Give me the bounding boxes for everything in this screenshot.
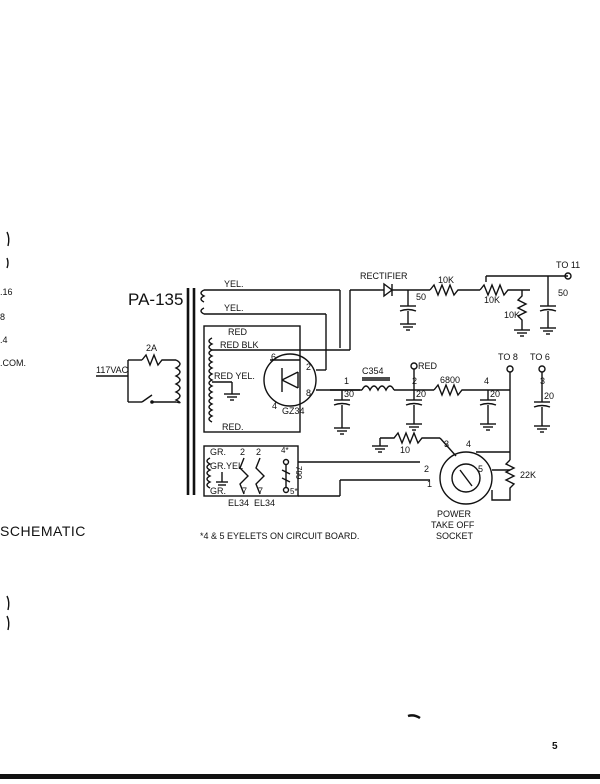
- el34a-label: EL34: [228, 498, 249, 508]
- eyelet4-label: 4*: [281, 446, 289, 455]
- red-yel-label: RED YEL.: [214, 371, 255, 381]
- red-blk-label: RED BLK: [220, 340, 259, 350]
- fuse-label: 2A: [146, 343, 157, 353]
- rectifier-tube-gz34: 6 2 8 4 GZ34: [263, 352, 360, 416]
- eyelet5-label: 5*: [290, 487, 298, 496]
- margin-fragment-1: .16: [0, 287, 13, 297]
- to8-label: TO 8: [498, 352, 518, 362]
- hv-secondary: RED RED BLK RED YEL. RED.: [203, 289, 380, 433]
- rectifier-label: RECTIFIER: [360, 271, 408, 281]
- margin-fragments: .16 8 .4 .COM.: [0, 231, 26, 631]
- resistor-6800: [433, 383, 510, 397]
- resistor-10-ohm: [380, 431, 440, 445]
- red-label-1: RED: [228, 327, 248, 337]
- gr-label-2: GR.: [210, 486, 226, 496]
- switch-contact: [150, 400, 154, 404]
- heater-circuit: GR. GR.YEL GR. 2 2 7 7 EL34 EL34 4* 5* 7…: [203, 445, 430, 508]
- pin7b-label: 7: [258, 486, 263, 496]
- page-bottom-edge: [0, 774, 600, 779]
- red-tap-label: RED: [418, 361, 438, 371]
- r10-label: 10: [400, 445, 410, 455]
- r799-label: 799: [294, 466, 303, 480]
- choke-c354: [361, 385, 395, 392]
- to11-label: TO 11: [556, 260, 580, 270]
- to6-label: TO 6: [530, 352, 550, 362]
- socket-pin4-label: 4: [466, 439, 471, 449]
- socket-pin2-label: 2: [424, 464, 429, 474]
- page-number: 5: [552, 741, 558, 752]
- red-label-2: RED.: [222, 422, 244, 432]
- c20b-label: 20: [490, 389, 500, 399]
- r6800-label: 6800: [440, 375, 460, 385]
- r10k-b-label: 10K: [484, 295, 500, 305]
- power-takeoff-line-2: TAKE OFF: [431, 520, 475, 530]
- c50a-label: 50: [416, 292, 426, 302]
- yel-label-2: YEL.: [224, 303, 244, 313]
- node4-label: 4: [484, 376, 489, 386]
- socket-pin5-label: 5: [478, 464, 483, 474]
- yel-label-1: YEL.: [224, 279, 244, 289]
- power-takeoff-line-1: POWER: [437, 509, 472, 519]
- rect-pin-4: 4: [272, 401, 277, 411]
- rect-pin-8: 8: [306, 388, 311, 398]
- margin-fragment-3: .4: [0, 335, 8, 345]
- c30-label: 30: [344, 389, 354, 399]
- rect-pin-6: 6: [271, 352, 276, 362]
- potentiometer-10k: [479, 283, 530, 297]
- power-takeoff-socket: 10 3 4 2 5 1 22K POWER TAKE OFF SOCKET: [372, 431, 536, 541]
- ink-mark: [407, 714, 421, 720]
- c50b-label: 50: [558, 288, 568, 298]
- primary-coil: [174, 359, 181, 404]
- b-plus-supply: 1 30 C354 2 RED 20 6800 4 20: [330, 352, 554, 460]
- model-title: PA-135: [128, 290, 183, 309]
- socket-pin3-label: 3: [444, 439, 449, 449]
- pin2b-label: 2: [256, 447, 261, 457]
- c20a-label: 20: [416, 389, 426, 399]
- socket-pin1-label: 1: [427, 479, 432, 489]
- section-title: SCHEMATIC: [0, 523, 86, 539]
- pin7a-label: 7: [242, 486, 247, 496]
- fuse-symbol: [141, 353, 176, 367]
- node1-label: 1: [344, 376, 349, 386]
- choke-label: C354: [362, 366, 384, 376]
- bias-supply-branch: RECTIFIER 50 10K 10K 10K TO 11 50: [360, 260, 580, 337]
- resistor-10k-a: [429, 283, 480, 297]
- r22k-label: 22K: [520, 470, 536, 480]
- resistor-10k-c: [516, 290, 528, 330]
- power-takeoff-line-3: SOCKET: [436, 531, 474, 541]
- r10k-a-label: 10K: [438, 275, 454, 285]
- mains-input: 117VAC 2A: [96, 343, 176, 404]
- rect-pin-2: 2: [306, 362, 311, 372]
- resistor-22k: [491, 459, 516, 501]
- gr-label-1: GR.: [210, 447, 226, 457]
- mains-label: 117VAC: [96, 365, 129, 375]
- footnote: *4 & 5 EYELETS ON CIRCUIT BOARD.: [200, 531, 359, 541]
- r10k-c-label: 10K: [504, 310, 520, 320]
- el34b-label: EL34: [254, 498, 275, 508]
- gr-yel-label: GR.YEL: [210, 461, 243, 471]
- margin-fragment-4: .COM.: [0, 358, 26, 368]
- pin2a-label: 2: [240, 447, 245, 457]
- c20c-label: 20: [544, 391, 554, 401]
- yel-windings: YEL. YEL.: [200, 279, 341, 370]
- margin-fragment-2: 8: [0, 312, 5, 322]
- rect-tube-label: GZ34: [282, 406, 305, 416]
